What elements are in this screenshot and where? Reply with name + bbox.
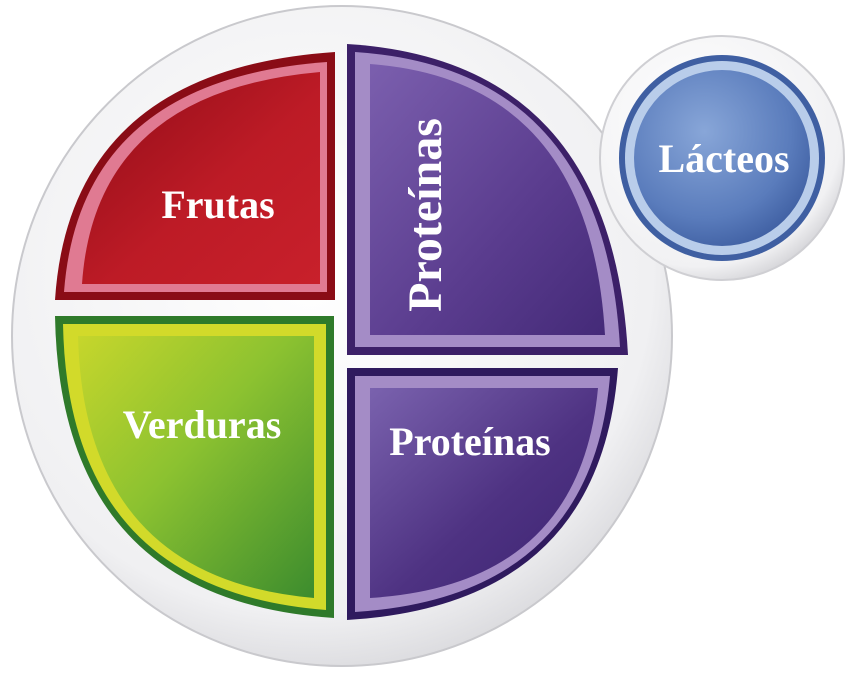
grains-label: Proteínas	[399, 118, 452, 312]
protein-section	[347, 368, 618, 620]
grains-section	[347, 44, 628, 355]
fruits-label: Frutas	[161, 182, 274, 227]
vegetables-section	[55, 316, 334, 618]
vegetables-label: Verduras	[123, 402, 282, 447]
dairy-label: Lácteos	[658, 136, 789, 181]
fruits-section	[55, 52, 335, 300]
dairy-cup	[599, 35, 845, 281]
protein-label: Proteínas	[389, 419, 550, 464]
